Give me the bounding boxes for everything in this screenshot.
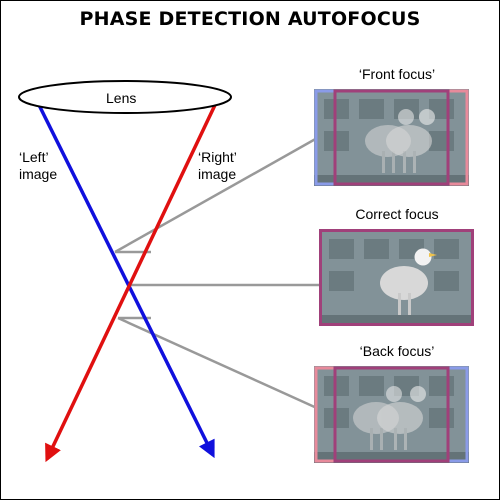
- diagram-title: PHASE DETECTION AUTOFOCUS: [79, 8, 421, 30]
- front-focus-connector: [114, 135, 320, 254]
- left-image-label: ‘Left’ image: [19, 149, 57, 183]
- lens-label: Lens: [106, 90, 137, 106]
- right-image-ray: [45, 104, 217, 463]
- back-focus-image: [314, 366, 469, 463]
- front-focus-caption: ‘Front focus’: [358, 66, 436, 82]
- left-image-label-text: ‘Left’ image: [19, 149, 58, 182]
- correct-focus-caption: Correct focus: [355, 206, 439, 222]
- right-image-label-text: ‘Right’ image: [198, 149, 237, 182]
- right-image-label: ‘Right’ image: [198, 149, 237, 183]
- front-focus-image: [314, 89, 469, 186]
- left-image-ray: [37, 104, 215, 459]
- back-focus-caption: ‘Back focus’: [359, 343, 435, 359]
- back-focus-connector: [117, 316, 320, 411]
- lens-shape: [18, 80, 232, 114]
- correct-focus-image: [319, 229, 474, 326]
